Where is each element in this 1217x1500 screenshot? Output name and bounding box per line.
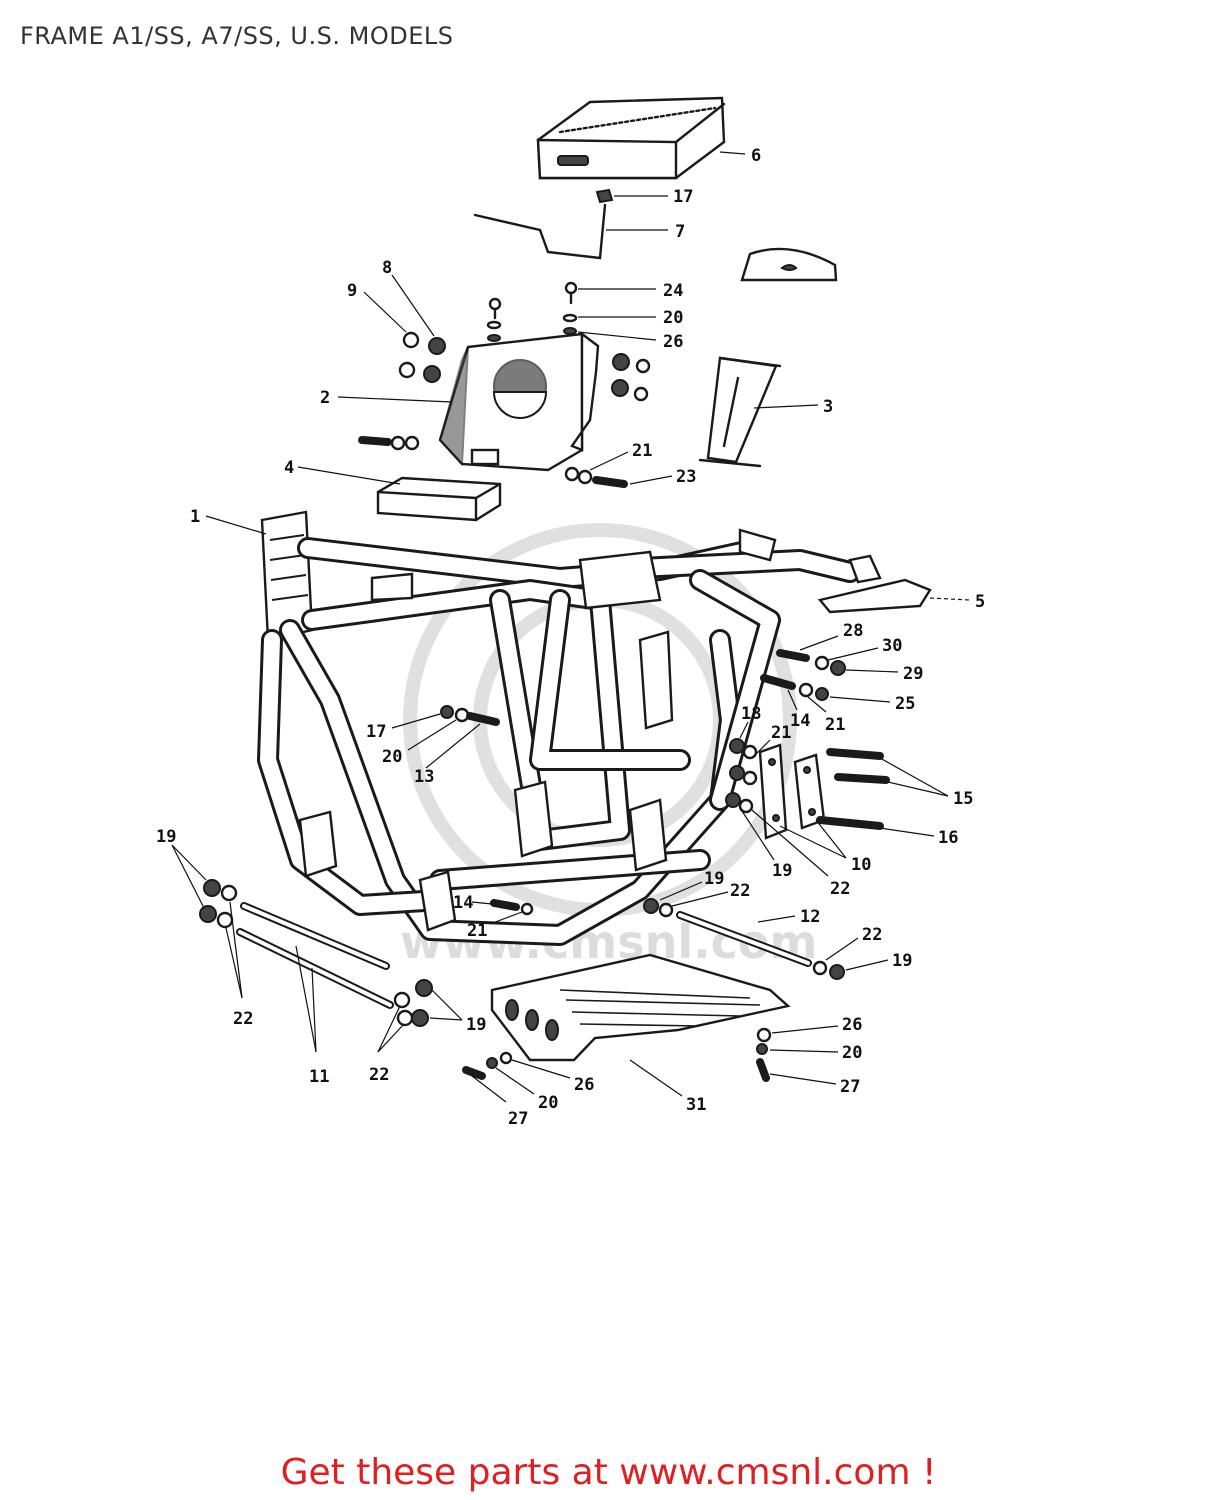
part-20-washer[interactable]: [486, 313, 578, 330]
callout-27-b: 27: [508, 1109, 528, 1129]
callout-21: 21: [632, 441, 652, 461]
part-7-strap-rod[interactable]: [473, 203, 607, 260]
callout-16: 16: [938, 828, 958, 848]
part-3-bracket[interactable]: [698, 356, 782, 468]
callout-1: 1: [190, 507, 200, 527]
callout-22-d: 22: [233, 1009, 253, 1029]
part-2-battery-case[interactable]: [438, 331, 600, 472]
callout-12: 12: [800, 907, 820, 927]
callout-6: 6: [751, 146, 761, 166]
part-8-grommet[interactable]: [423, 337, 630, 397]
part-13-bolt[interactable]: [466, 712, 500, 726]
callout-4: 4: [284, 458, 294, 478]
callout-18: 18: [741, 704, 761, 724]
part-20-washer-c[interactable]: [486, 1043, 768, 1069]
callout-20: 20: [663, 308, 683, 328]
part-30-washer[interactable]: [814, 655, 830, 671]
callout-29: 29: [903, 664, 923, 684]
callout-3: 3: [823, 397, 833, 417]
part-17-nut-b[interactable]: [440, 705, 454, 719]
part-28-bolt[interactable]: [776, 649, 810, 662]
part-18-nut[interactable]: [725, 738, 758, 814]
part-17-nut[interactable]: [595, 188, 614, 204]
callout-20-c: 20: [842, 1043, 862, 1063]
callout-20-d: 20: [538, 1093, 558, 1113]
callout-22-a: 22: [830, 879, 850, 899]
part-4-pad[interactable]: [376, 476, 502, 522]
part-27-bolt[interactable]: [462, 1058, 770, 1082]
callout-19-b: 19: [156, 827, 176, 847]
part-12-stud[interactable]: [676, 911, 812, 967]
callout-23: 23: [676, 467, 696, 487]
callout-26-b: 26: [842, 1015, 862, 1035]
callout-20-b: 20: [382, 747, 402, 767]
callout-19-a: 19: [772, 861, 792, 881]
callout-17-b: 17: [366, 722, 386, 742]
callout-22-b: 22: [730, 881, 750, 901]
callout-14: 14: [790, 711, 810, 731]
callout-21-c: 21: [771, 723, 791, 743]
cta-link[interactable]: Get these parts at www.cmsnl.com !: [280, 1452, 937, 1493]
callout-13: 13: [414, 767, 434, 787]
part-15-bolt[interactable]: [826, 748, 890, 784]
part-19-nut[interactable]: [199, 879, 845, 1027]
part-26-washer-c[interactable]: [499, 1027, 772, 1065]
callout-14-b: 14: [453, 893, 473, 913]
callout-11: 11: [309, 1067, 329, 1087]
callout-25: 25: [895, 694, 915, 714]
callout-5: 5: [975, 592, 985, 612]
part-11-stud[interactable]: [236, 902, 394, 1009]
callout-22-c: 22: [862, 925, 882, 945]
callout-30: 30: [882, 636, 902, 656]
part-22-washer[interactable]: [216, 884, 828, 1027]
callout-26: 26: [663, 332, 683, 352]
callouts: 6 17 7 8 9 24 20 26 2 3 21 23 4: [156, 146, 985, 1129]
callout-2: 2: [320, 388, 330, 408]
page-title: FRAME A1/SS, A7/SS, U.S. MODELS: [20, 22, 454, 50]
tool-cover[interactable]: [740, 247, 838, 282]
part-31-skid-plate[interactable]: [490, 953, 791, 1062]
callout-21-d: 21: [467, 921, 487, 941]
part-26-washer[interactable]: [487, 327, 577, 342]
part-1-main-frame[interactable]: [257, 510, 861, 946]
callout-24: 24: [663, 281, 683, 301]
part-23-bolt[interactable]: [358, 436, 628, 488]
part-16-bolt[interactable]: [816, 816, 884, 830]
callout-21-b: 21: [825, 715, 845, 735]
part-29-nut[interactable]: [830, 660, 846, 676]
callout-19-d: 19: [892, 951, 912, 971]
callout-7: 7: [675, 222, 685, 242]
part-6-battery-box[interactable]: [536, 96, 726, 180]
callout-31: 31: [686, 1095, 706, 1115]
callout-10: 10: [851, 855, 871, 875]
cta-banner[interactable]: Get these parts at www.cmsnl.com !: [0, 1452, 1217, 1493]
callout-8: 8: [382, 258, 392, 278]
callout-27-a: 27: [840, 1077, 860, 1097]
callout-22-e: 22: [369, 1065, 389, 1085]
part-14-bolt[interactable]: [490, 674, 796, 911]
part-25-nut[interactable]: [815, 687, 829, 701]
callout-26-c: 26: [574, 1075, 594, 1095]
part-21-washer[interactable]: [390, 435, 593, 485]
part-10-engine-plate[interactable]: [758, 743, 826, 840]
callout-15: 15: [953, 789, 973, 809]
callout-28: 28: [843, 621, 863, 641]
part-21-washer-b[interactable]: [520, 682, 814, 916]
callout-17: 17: [673, 187, 693, 207]
part-24-screw[interactable]: [488, 281, 578, 320]
callout-9: 9: [347, 281, 357, 301]
callout-19-c: 19: [704, 869, 724, 889]
part-5-rear-bracket[interactable]: [817, 554, 932, 614]
callout-19-e: 19: [466, 1015, 486, 1035]
part-9-collar[interactable]: [398, 331, 651, 402]
